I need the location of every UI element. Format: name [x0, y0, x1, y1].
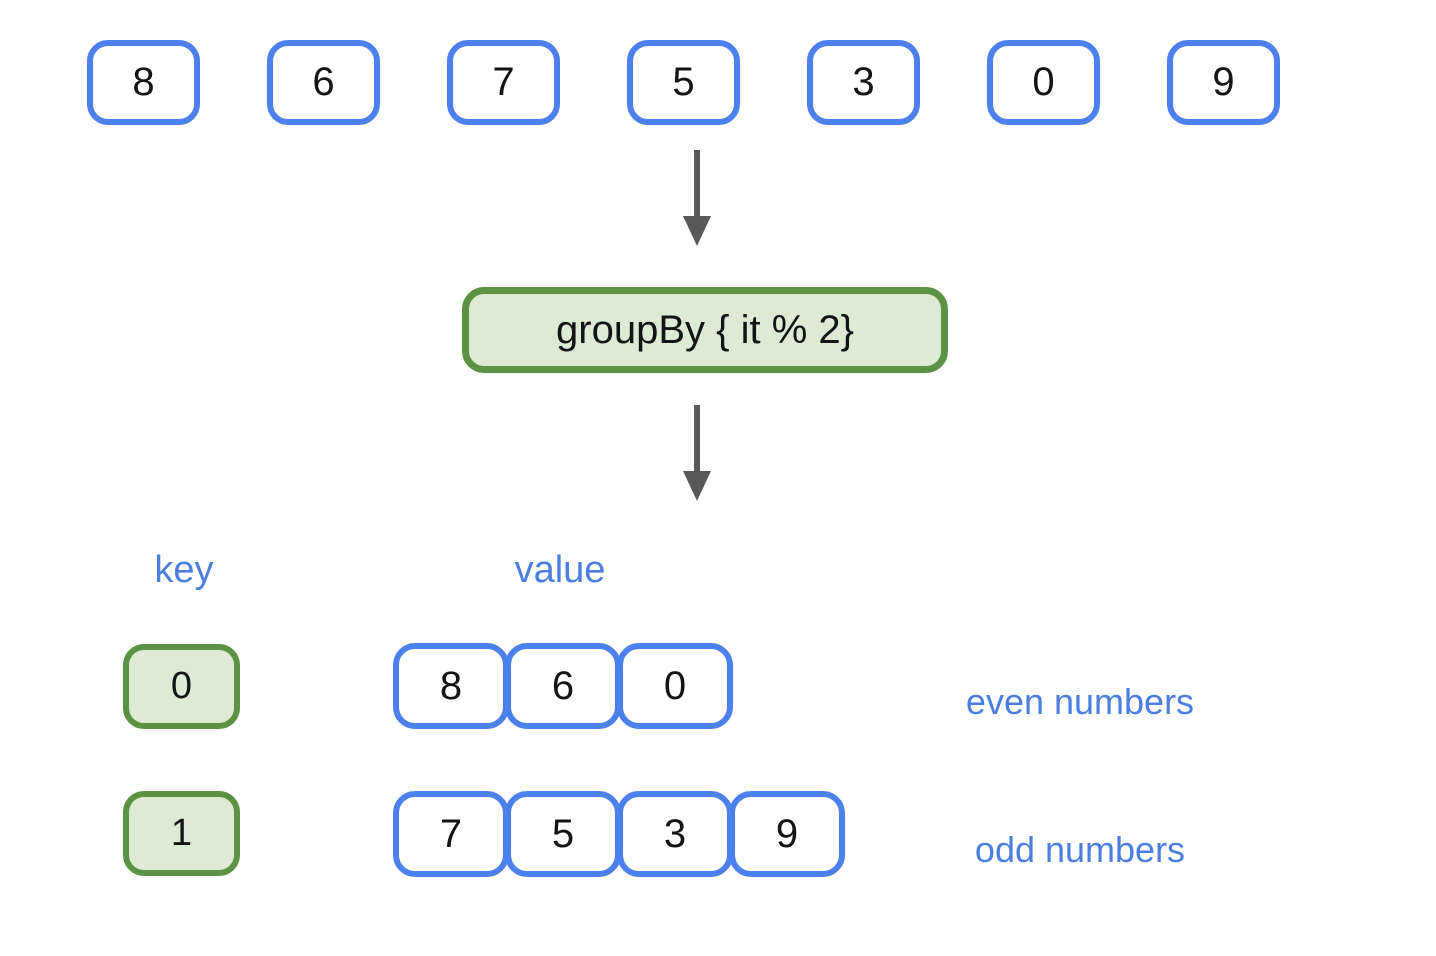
value-column-header: value: [514, 549, 606, 591]
input-number-box: 8: [87, 40, 200, 125]
input-number-box: 9: [1167, 40, 1280, 125]
input-number-box: 5: [627, 40, 740, 125]
group-value-box: 5: [505, 791, 621, 877]
group-value-box: 9: [729, 791, 845, 877]
group-value-box: 7: [393, 791, 509, 877]
group-key-box: 1: [123, 791, 240, 876]
input-list-row: 8 6 7 5 3 0 9: [87, 40, 1280, 125]
group-value-box: 0: [617, 643, 733, 729]
input-number-box: 0: [987, 40, 1100, 125]
input-number-box: 6: [267, 40, 380, 125]
down-arrow-icon: [683, 150, 711, 246]
group-value-box: 8: [393, 643, 509, 729]
group-values-row: 7 5 3 9: [393, 791, 845, 877]
key-column-header: key: [154, 549, 214, 591]
group-key-box: 0: [123, 644, 240, 729]
groupby-operation-box: groupBy { it % 2}: [462, 287, 948, 373]
group-values-row: 8 6 0: [393, 643, 733, 729]
group-value-box: 6: [505, 643, 621, 729]
input-number-box: 3: [807, 40, 920, 125]
group-annotation: even numbers: [965, 681, 1195, 722]
input-number-box: 7: [447, 40, 560, 125]
down-arrow-icon: [683, 405, 711, 501]
group-annotation: odd numbers: [974, 829, 1186, 870]
group-value-box: 3: [617, 791, 733, 877]
